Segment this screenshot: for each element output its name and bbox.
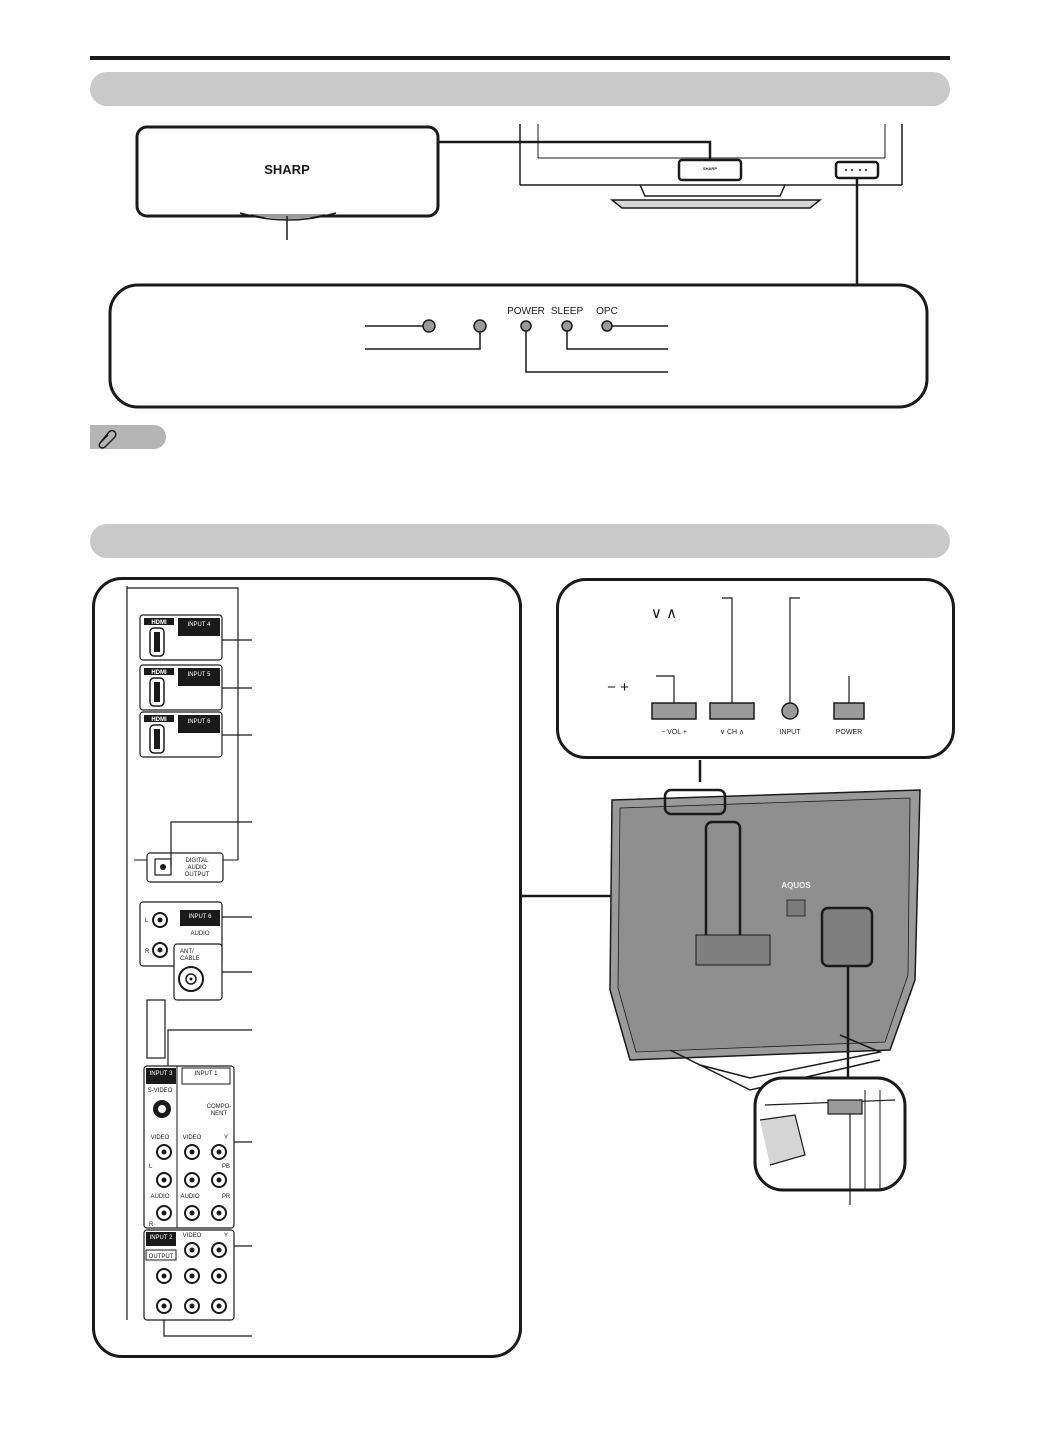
opc-indicator-icon [601, 320, 613, 332]
hdmi-input6: HDMI INPUT 6 [139, 711, 223, 758]
top-rule [90, 56, 950, 60]
digital-audio-output: DIGITAL AUDIO OUTPUT [146, 852, 224, 883]
ac-inlet-closeup [753, 1076, 907, 1192]
channel-symbols: ∨ ∧ [651, 605, 677, 622]
svg-text:CABLE: CABLE [180, 956, 200, 962]
power-indicator-icon [520, 320, 532, 332]
svg-text:Y: Y [224, 1135, 228, 1141]
opc-indicator-label: OPC [596, 306, 618, 317]
svg-text:L: L [145, 918, 149, 924]
power-cord-highlight [820, 906, 874, 968]
svg-text:HDMI: HDMI [151, 670, 167, 676]
power-button [833, 702, 865, 720]
input-button [781, 702, 799, 720]
svg-text:INPUT 1: INPUT 1 [195, 1071, 219, 1077]
svg-text:INPUT 6: INPUT 6 [188, 719, 212, 725]
svg-text:R: R [145, 949, 150, 955]
svg-text:R: R [149, 1222, 154, 1228]
svg-text:PB: PB [222, 1164, 230, 1170]
power-indicator-label: POWER [507, 306, 545, 317]
svg-text:HDMI: HDMI [151, 717, 167, 723]
note-tab [90, 425, 166, 449]
svg-text:INPUT: INPUT [780, 729, 802, 736]
svg-text:AUDIO: AUDIO [180, 1194, 199, 1200]
svg-text:Y: Y [224, 1233, 228, 1239]
svg-text:VIDEO: VIDEO [183, 1233, 202, 1239]
rear-view-illustration: AQUOS [609, 760, 921, 1205]
svg-text:OUTPUT: OUTPUT [149, 1254, 174, 1260]
section-band-front [90, 72, 950, 106]
hdmi-input4: HDMI INPUT 4 [139, 614, 223, 661]
volume-button [651, 702, 697, 720]
svg-text:VIDEO: VIDEO [151, 1135, 170, 1141]
rear-av-terminals: INPUT 3 INPUT 1 S-VIDEO COMPO- NENT VIDE… [143, 1065, 235, 1321]
svg-text:AUDIO: AUDIO [187, 865, 206, 871]
remote-sensor-icon [422, 319, 436, 333]
control-buttons-panel [556, 578, 955, 759]
svg-text:OUTPUT: OUTPUT [185, 872, 210, 878]
svg-text:VIDEO: VIDEO [183, 1135, 202, 1141]
svg-text:INPUT 2: INPUT 2 [150, 1235, 174, 1241]
svg-text:COMPO-: COMPO- [207, 1104, 232, 1110]
sleep-indicator-icon [561, 320, 573, 332]
ant-cable-terminal: ANT/ CABLE [173, 943, 223, 1001]
svg-text:INPUT 5: INPUT 5 [188, 672, 212, 678]
paperclip-icon [98, 429, 117, 449]
svg-text:AUDIO: AUDIO [190, 931, 209, 937]
hdmi-input5: HDMI INPUT 5 [139, 664, 223, 711]
section-band-rear [90, 524, 950, 558]
control-buttons-illustration: − VOL + ∨ CH ∧ INPUT POWER ∨ ∧ − + [607, 597, 865, 736]
svg-text:HDMI: HDMI [151, 620, 167, 626]
svg-text:− VOL +: − VOL + [661, 729, 687, 736]
indicator-lamp-icon [473, 319, 487, 333]
svg-text:∨ CH ∧: ∨ CH ∧ [720, 729, 744, 736]
aquos-logo: AQUOS [781, 881, 811, 890]
sleep-indicator-label: SLEEP [551, 306, 584, 317]
svg-text:S-VIDEO: S-VIDEO [148, 1088, 173, 1094]
top-controls-highlight [663, 788, 727, 816]
svg-text:DIGITAL: DIGITAL [186, 858, 210, 864]
front-view-illustration: SHARP SHARP POWER SLEEP OPC [108, 124, 929, 409]
svg-text:INPUT 4: INPUT 4 [188, 622, 212, 628]
svg-text:PR: PR [222, 1194, 231, 1200]
indicator-panel [108, 283, 929, 409]
svg-text:INPUT 3: INPUT 3 [150, 1071, 174, 1077]
channel-button [709, 702, 755, 720]
terminals-illustration: HDMI INPUT 4 HDMI INPUT 5 HDMI INPUT 6 D… [126, 586, 716, 1337]
svg-text:NENT: NENT [211, 1111, 228, 1117]
svg-text:ANT/: ANT/ [180, 949, 194, 955]
svg-text:POWER: POWER [836, 729, 862, 736]
sharp-logo: SHARP [264, 162, 310, 177]
svg-text:INPUT 6: INPUT 6 [189, 914, 213, 920]
svg-text:L: L [149, 1164, 153, 1170]
svg-text:AUDIO: AUDIO [150, 1194, 169, 1200]
tv-small-logo: SHARP [703, 166, 717, 171]
volume-symbols: − + [607, 679, 629, 696]
